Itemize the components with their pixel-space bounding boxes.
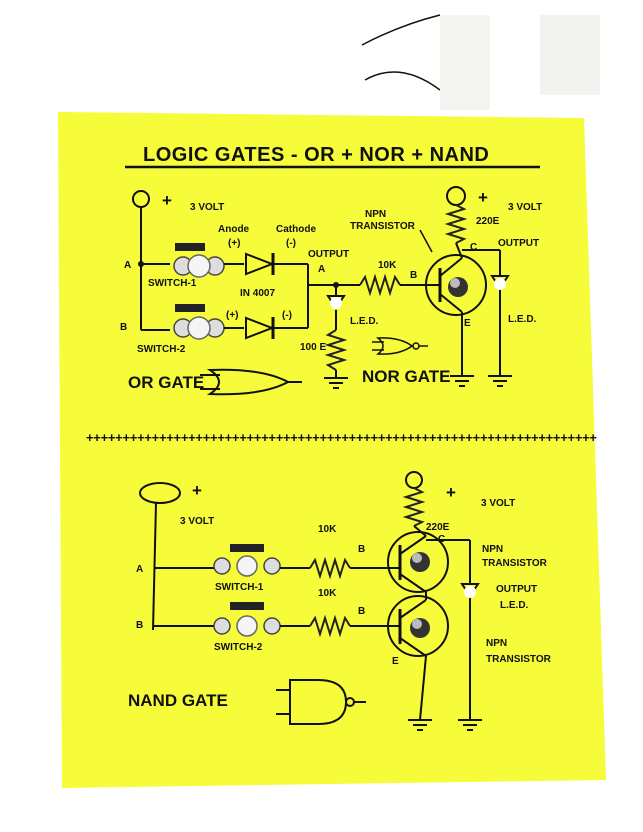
output-label-bottom: OUTPUT	[496, 584, 537, 595]
base-2-label-bottom: B	[358, 606, 365, 617]
plus-sign-bottom-right: +	[446, 483, 456, 502]
switch-2-label-bottom: SWITCH-2	[214, 642, 263, 653]
transistor-bottom-2	[387, 595, 449, 657]
page-title: LOGIC GATES - OR + NOR + NAND	[143, 144, 489, 166]
volt-label-right: 3 VOLT	[508, 202, 542, 213]
nor-gate-label: NOR GATE	[362, 367, 450, 386]
volt-label-bottom-right: 3 VOLT	[481, 498, 515, 509]
switch-2-label: SWITCH-2	[137, 344, 186, 355]
volt-label-top: 3 VOLT	[190, 202, 224, 213]
output-label-right: OUTPUT	[498, 238, 539, 249]
transistor-bottom-1	[387, 531, 449, 593]
plus-sign-top: +	[162, 191, 172, 210]
collector-label-top: C	[470, 242, 477, 253]
res-220-label-bottom: 220E	[426, 522, 450, 533]
npn-label-top-2: TRANSISTOR	[350, 221, 416, 232]
switch-1-label-bottom: SWITCH-1	[215, 582, 264, 593]
emitter-label-bottom: E	[392, 656, 399, 667]
resistor-220e-bottom	[402, 487, 426, 527]
supply-terminal-bottom	[139, 482, 181, 504]
led-bottom	[464, 586, 476, 598]
base-1-label-bottom: B	[358, 544, 365, 555]
resistor-10k-top	[359, 273, 401, 297]
bus-bottom	[152, 502, 157, 631]
npn-1-label-2: TRANSISTOR	[482, 558, 548, 569]
led-2	[494, 278, 506, 290]
node-a-label: A	[318, 264, 325, 275]
diode-2-plus: (+)	[226, 310, 239, 321]
plus-sign-right: +	[478, 188, 488, 207]
switch-1-button	[175, 243, 205, 251]
led-1-label: L.E.D.	[350, 316, 379, 327]
emitter-label-top: E	[464, 318, 471, 329]
battery-holder-2	[540, 15, 600, 95]
res-220-label-top: 220E	[476, 216, 500, 227]
anode-sign: (+)	[228, 238, 241, 249]
resistor-10k-bottom-1	[309, 556, 351, 580]
diode-2-minus: (-)	[282, 310, 292, 321]
switch-1-label: SWITCH-1	[148, 278, 197, 289]
npn-label-top-1: NPN	[365, 209, 386, 220]
resistor-100e	[324, 329, 348, 371]
plus-sign-bottom: +	[192, 481, 202, 500]
npn-2-label-2: TRANSISTOR	[486, 654, 552, 665]
led-1	[330, 297, 342, 309]
nor-gate-symbol	[375, 337, 414, 355]
volt-label-bottom: 3 VOLT	[180, 516, 214, 527]
battery-holder	[440, 15, 490, 110]
or-gate-label: OR GATE	[128, 373, 204, 392]
cathode-sign: (-)	[286, 238, 296, 249]
input-a-top: A	[124, 260, 131, 271]
resistor-220e-top	[444, 204, 468, 244]
input-b-bottom: B	[136, 620, 143, 631]
led-label-bottom: L.E.D.	[500, 600, 529, 611]
base-label-top: B	[410, 270, 417, 281]
diode-1	[245, 252, 275, 276]
anode-label: Anode	[218, 224, 250, 235]
res-10k-label-top: 10K	[378, 260, 397, 271]
section-separator: ++++++++++++++++++++++++++++++++++++++++…	[86, 430, 597, 445]
cathode-label: Cathode	[276, 224, 316, 235]
resistor-10k-bottom-2	[309, 614, 351, 638]
npn-2-label-1: NPN	[486, 638, 507, 649]
transistor-top	[425, 254, 487, 316]
nand-gate-label: NAND GATE	[128, 691, 228, 710]
input-b-top: B	[120, 322, 127, 333]
res-100-label: 100 E	[300, 342, 326, 353]
output-label-top: OUTPUT	[308, 249, 349, 260]
input-a-bottom: A	[136, 564, 143, 575]
res-1-label-bottom: 10K	[318, 524, 337, 535]
lead-wires	[361, 14, 441, 91]
or-gate-symbol	[206, 368, 291, 396]
switch-1-button-bottom	[230, 544, 264, 552]
npn-1-label-1: NPN	[482, 544, 503, 555]
res-2-label-bottom: 10K	[318, 588, 337, 599]
led-2-label: L.E.D.	[508, 314, 537, 325]
diode-2	[245, 316, 275, 340]
diode-part-label: IN 4007	[240, 288, 275, 299]
